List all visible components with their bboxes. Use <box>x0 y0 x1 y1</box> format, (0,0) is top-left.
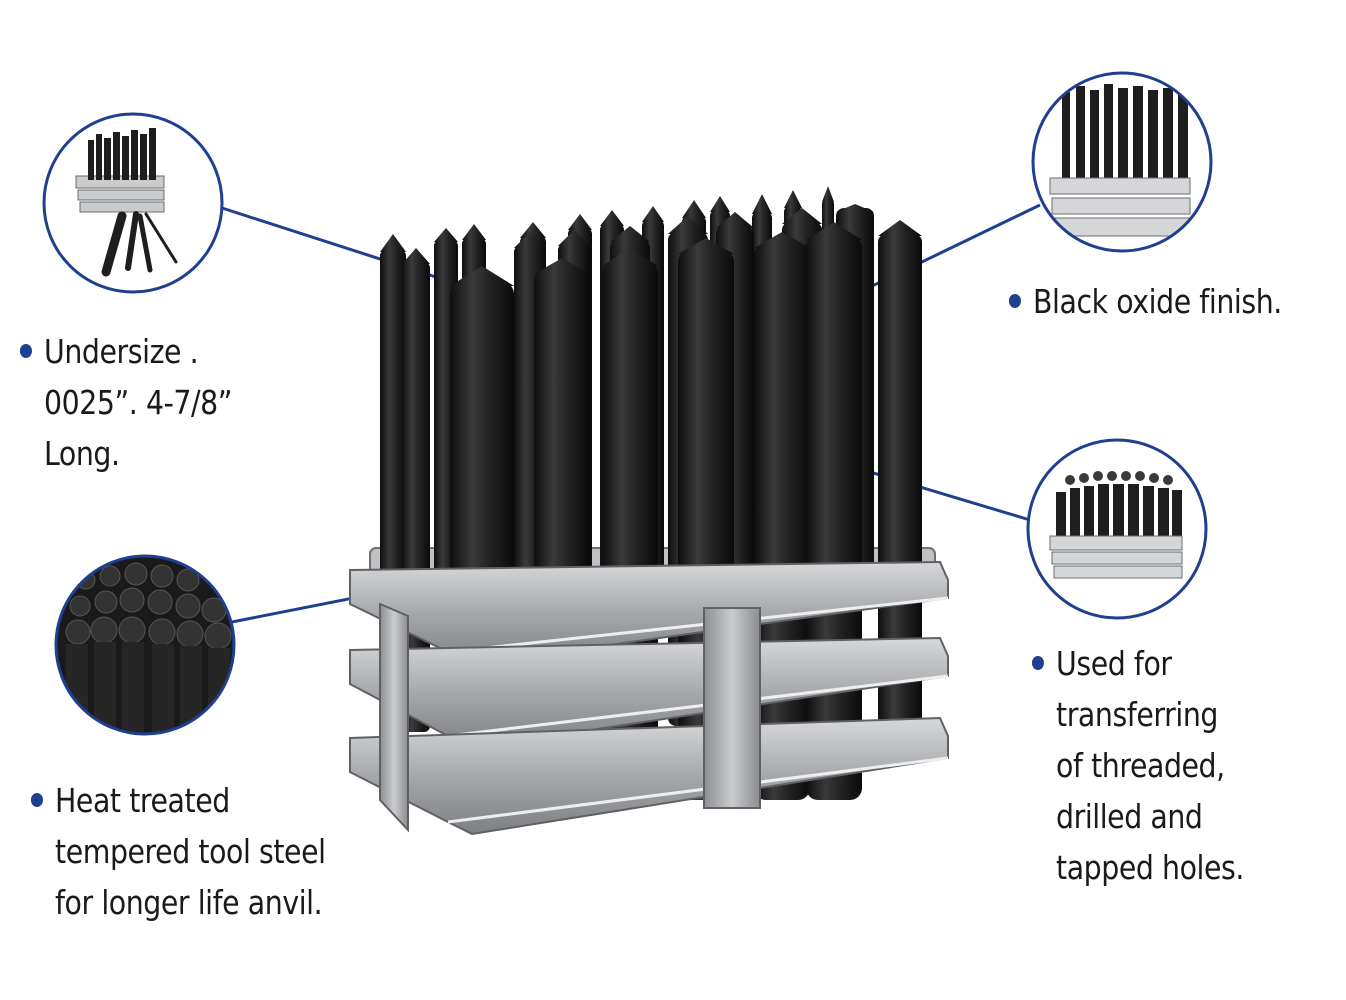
callout-line: Long. <box>44 434 120 473</box>
rack-frame-straps <box>379 602 761 833</box>
callout-line: for longer life anvil. <box>55 883 323 922</box>
callout-line: Undersize . <box>44 332 199 371</box>
callout-line: of threaded, <box>1056 746 1225 785</box>
callout-line: transferring <box>1056 695 1218 734</box>
callout-undersize: Undersize . 0025”. 4-7/8” Long. <box>19 326 233 479</box>
callout-line: Heat treated <box>55 781 230 820</box>
punch-tips-closeup-icon <box>54 554 236 736</box>
callout-heat-treated: Heat treated tempered tool steel for lon… <box>30 775 326 928</box>
leader-line-undersize <box>221 206 471 290</box>
callout-line: 0025”. 4-7/8” <box>44 383 233 422</box>
callout-black-oxide: Black oxide finish. <box>1008 276 1282 327</box>
rack-tiers <box>349 560 949 836</box>
bullet-icon <box>1008 294 1021 308</box>
bullet-icon <box>19 344 32 358</box>
bullet-icon <box>30 793 43 807</box>
callout-line: drilled and <box>1056 797 1203 836</box>
callout-used-for: Used for transferring of threaded, drill… <box>1031 638 1244 893</box>
bullet-icon <box>1031 656 1044 670</box>
callout-line: tapped holes. <box>1056 848 1244 887</box>
punch-set-top-view-icon <box>1026 438 1208 620</box>
punch-set-with-loose-punches-icon <box>42 112 224 294</box>
callout-line: Used for <box>1056 644 1172 683</box>
punch-set-front-view-icon <box>1031 71 1213 253</box>
transfer-punch-set-photo <box>349 186 949 836</box>
callout-line: Black oxide finish. <box>1033 282 1282 321</box>
callout-line: tempered tool steel <box>55 832 326 871</box>
